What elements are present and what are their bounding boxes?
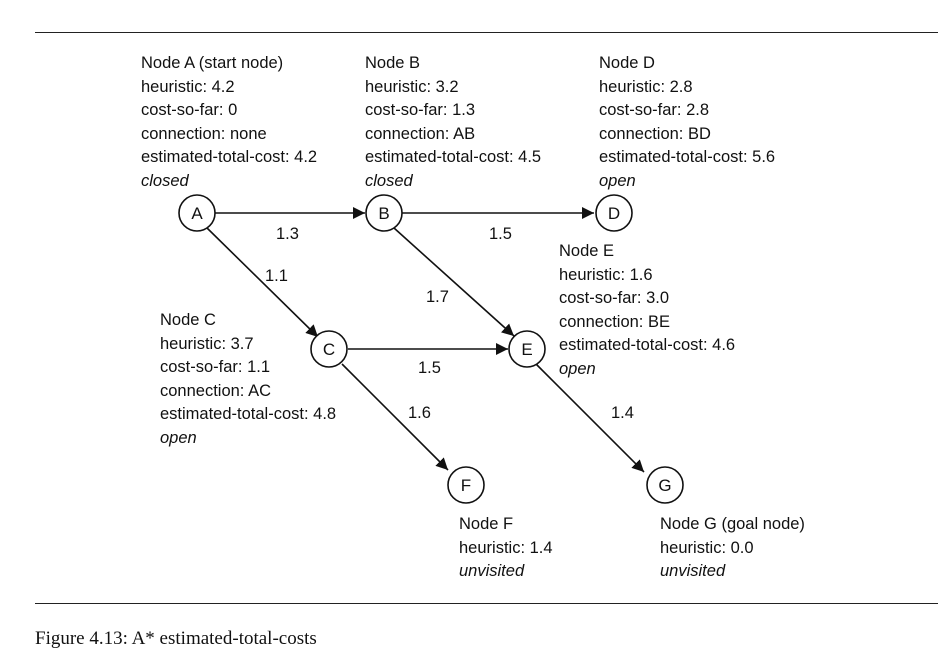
node-b-letter: B: [378, 204, 389, 223]
node-d-title: Node D: [599, 54, 655, 72]
node-e-status: open: [559, 359, 596, 378]
edge-cf: [341, 363, 449, 471]
edge-be-weight: 1.7: [426, 288, 449, 306]
node-c-info: Node C heuristic: 3.7 cost-so-far: 1.1 c…: [160, 309, 336, 450]
node-f-letter: F: [461, 476, 471, 495]
node-e-heuristic: heuristic: 1.6: [559, 265, 653, 284]
node-f-circle: [447, 466, 485, 504]
node-c-estimated-total-cost: estimated-total-cost: 4.8: [160, 405, 337, 423]
edge-eg: [535, 363, 645, 473]
node-f-status: unvisited: [459, 562, 525, 580]
node-e-estimated-total-cost: estimated-total-cost: 4.6: [559, 336, 736, 354]
node-e-connection: connection: BE: [559, 312, 670, 331]
node-c-circle: [310, 330, 348, 368]
node-d-heuristic: heuristic: 2.8: [599, 77, 693, 96]
node-a-status: closed: [141, 171, 189, 190]
node-a-title: Node A (start node): [141, 54, 284, 72]
node-a-cost-so-far: cost-so-far: 0: [141, 101, 238, 119]
node-e-circle: [508, 330, 546, 368]
node-b-estimated-total-cost: estimated-total-cost: 4.5: [365, 148, 542, 166]
edges: [205, 207, 645, 473]
figure-caption: Figure 4.13: A* estimated-total-costs: [35, 628, 317, 649]
node-c-status: open: [160, 428, 197, 447]
node-d-circle: [595, 194, 633, 232]
node-f-title: Node F: [459, 515, 514, 533]
node-d-info: Node D heuristic: 2.8 cost-so-far: 2.8 c…: [599, 52, 775, 193]
edge-ac: [205, 226, 319, 338]
node-g-title: Node G (goal node): [660, 515, 805, 533]
node-g-status: unvisited: [660, 562, 726, 580]
node-f-info: Node F heuristic: 1.4 unvisited: [459, 513, 553, 584]
node-g-info: Node G (goal node) heuristic: 0.0 unvisi…: [660, 513, 805, 584]
node-b-heuristic: heuristic: 3.2: [365, 77, 459, 96]
node-g-circle: [646, 466, 684, 504]
node-d-estimated-total-cost: estimated-total-cost: 5.6: [599, 148, 776, 166]
node-a-connection: connection: none: [141, 124, 267, 143]
node-c-letter: C: [323, 340, 335, 359]
node-e-title: Node E: [559, 242, 615, 260]
node-b-circle: [365, 194, 403, 232]
node-e-cost-so-far: cost-so-far: 3.0: [559, 289, 670, 307]
node-g-letter: G: [658, 476, 671, 495]
edge-ab-weight: 1.3: [276, 225, 299, 243]
edge-cf-weight: 1.6: [408, 404, 431, 422]
node-b-cost-so-far: cost-so-far: 1.3: [365, 101, 476, 119]
node-d-cost-so-far: cost-so-far: 2.8: [599, 101, 710, 119]
node-b-connection: connection: AB: [365, 124, 476, 143]
node-e-info: Node E heuristic: 1.6 cost-so-far: 3.0 c…: [559, 240, 735, 381]
node-g-heuristic: heuristic: 0.0: [660, 538, 754, 557]
edge-be: [393, 227, 515, 337]
edge-ac-weight: 1.1: [265, 267, 288, 285]
node-c-connection: connection: AC: [160, 381, 271, 400]
edge-bd-weight: 1.5: [489, 225, 512, 243]
node-a-estimated-total-cost: estimated-total-cost: 4.2: [141, 148, 318, 166]
node-c-heuristic: heuristic: 3.7: [160, 334, 254, 353]
node-d-letter: D: [608, 204, 620, 223]
bottom-rule: [35, 603, 938, 604]
node-c-title: Node C: [160, 311, 216, 329]
node-b-status: closed: [365, 171, 413, 190]
node-a-letter: A: [191, 204, 203, 223]
node-a-circle: [178, 194, 216, 232]
node-b-title: Node B: [365, 54, 421, 72]
top-rule: [35, 32, 938, 33]
node-e-letter: E: [521, 340, 532, 359]
node-f-heuristic: heuristic: 1.4: [459, 538, 553, 557]
node-a-info: Node A (start node) heuristic: 4.2 cost-…: [141, 52, 317, 193]
edge-ce-weight: 1.5: [418, 359, 441, 377]
node-c-cost-so-far: cost-so-far: 1.1: [160, 358, 271, 376]
node-d-status: open: [599, 171, 636, 190]
node-d-connection: connection: BD: [599, 124, 711, 143]
node-b-info: Node B heuristic: 3.2 cost-so-far: 1.3 c…: [365, 52, 541, 193]
edge-eg-weight: 1.4: [611, 404, 634, 422]
node-a-heuristic: heuristic: 4.2: [141, 77, 235, 96]
